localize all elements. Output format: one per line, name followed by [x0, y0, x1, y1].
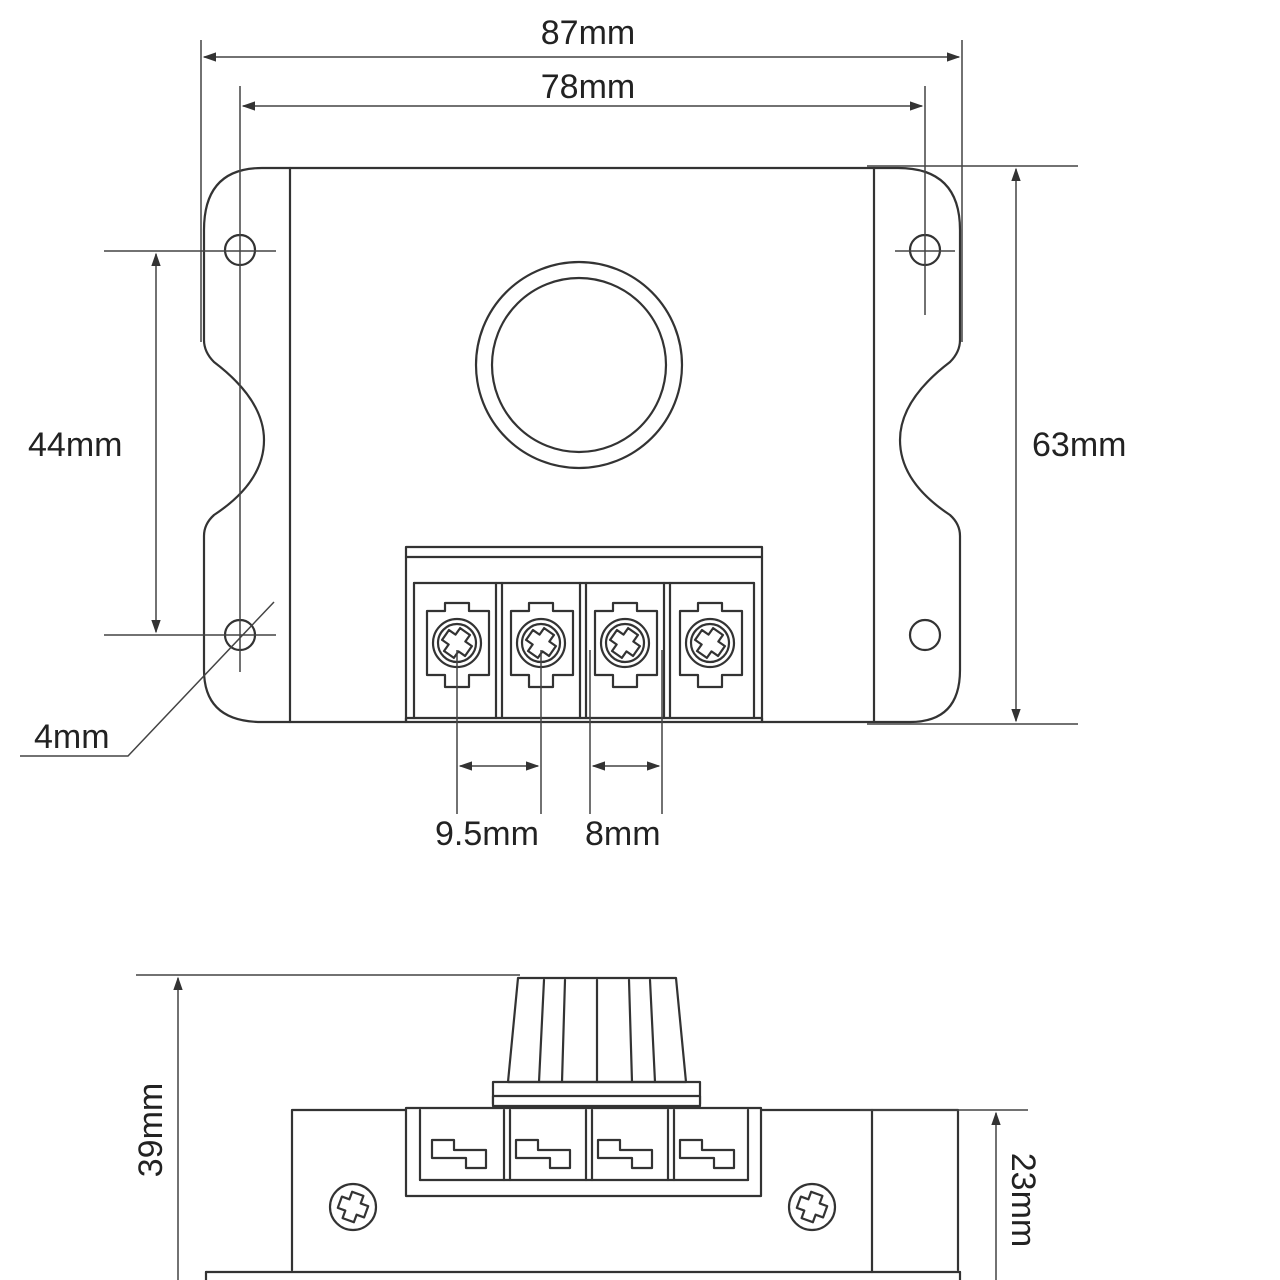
terminal-screw-3	[593, 601, 659, 689]
terminal-block-housing	[404, 545, 764, 724]
dim-hole-spacing-width: 78mm	[541, 68, 635, 106]
dim-overall-width: 87mm	[541, 14, 635, 52]
dim-body-height: 23mm	[1004, 1153, 1042, 1247]
knob-inner	[490, 276, 668, 454]
side-terminal-clamp-2	[514, 1138, 572, 1170]
side-terminal-block	[404, 1106, 763, 1198]
side-mounting-screw-1	[328, 1182, 378, 1232]
dim-overall-height: 63mm	[1032, 426, 1126, 464]
terminal-block	[404, 545, 764, 724]
dim-terminal-pitch-a: 9.5mm	[435, 815, 539, 853]
mounting-hole-bottom-right	[908, 618, 942, 652]
dim-total-height: 39mm	[132, 1083, 170, 1177]
dim-hole-spacing-height: 44mm	[28, 426, 122, 464]
terminal-screw-1	[425, 601, 491, 689]
side-knob	[491, 976, 702, 1108]
side-view: 39mm 23mm	[132, 974, 1042, 1280]
side-terminal-clamp-4	[678, 1138, 736, 1170]
dim-terminal-pitch-b: 8mm	[585, 815, 661, 853]
terminal-screw-4	[678, 601, 744, 689]
dim-hole-diameter: 4mm	[34, 718, 110, 756]
terminal-screw-2	[509, 601, 575, 689]
side-mounting-screw-2	[787, 1182, 837, 1232]
side-terminal-clamp-3	[596, 1138, 654, 1170]
top-view: 87mm 78mm 44mm 63mm 4mm 9.5mm 8mm	[20, 14, 1126, 853]
side-terminal-clamp-1	[430, 1138, 488, 1170]
knob-outer-ring	[474, 260, 684, 470]
top-view-body-outline	[202, 166, 962, 724]
